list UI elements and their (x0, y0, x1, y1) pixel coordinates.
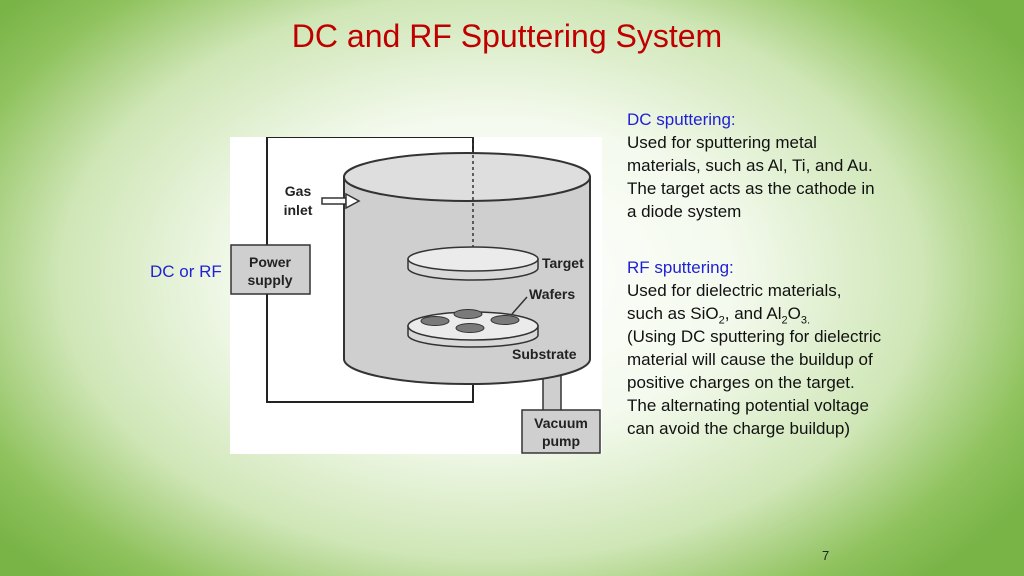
gas-inlet-arrow-icon (321, 192, 361, 210)
rf-sputtering-heading: RF sputtering: (627, 258, 734, 277)
sputtering-diagram: Power supply Vacuum pump Gas inlet Targe… (230, 137, 602, 454)
substrate-holder (407, 309, 539, 348)
page-number: 7 (822, 548, 830, 563)
dc-sputtering-panel: DC sputtering: Used for sputtering metal… (627, 108, 882, 223)
vacuum-pump-box (521, 409, 601, 454)
gas-inlet-label-1: Gas (285, 183, 312, 199)
vacuum-pump-label-1: Vacuum (534, 415, 588, 431)
rf-body-o: O (787, 304, 801, 323)
substrate-label: Substrate (512, 346, 577, 362)
wafer (455, 323, 485, 333)
wafers-pointer (511, 296, 528, 315)
wafer (453, 309, 483, 319)
wafer (490, 315, 520, 325)
target-disk (407, 246, 539, 281)
rf-body-rest: (Using DC sputtering for dielectric mate… (627, 327, 882, 438)
sio2-subscript: 2 (718, 314, 725, 327)
dc-sputtering-body: Used for sputtering metal materials, suc… (627, 133, 875, 221)
dc-sputtering-heading: DC sputtering: (627, 110, 736, 129)
o3-subscript: 3. (800, 314, 811, 327)
slide-title: DC and RF Sputtering System (291, 18, 723, 54)
power-supply-label-2: supply (247, 272, 292, 288)
power-supply-label-1: Power (249, 254, 292, 270)
dc-or-rf-label: DC or RF (150, 262, 222, 281)
power-supply-box (230, 244, 311, 295)
vacuum-pump-label-2: pump (542, 433, 580, 449)
wafers-label: Wafers (529, 286, 575, 302)
gas-inlet-label-2: inlet (284, 202, 313, 218)
wafer (420, 316, 450, 326)
rf-sputtering-panel: RF sputtering: Used for dielectric mater… (627, 256, 882, 440)
target-label: Target (542, 255, 584, 271)
al2-subscript: 2 (781, 314, 788, 327)
rf-body-mid: , and Al (724, 304, 782, 323)
rf-body-line1: Used for dielectric materials, such as S… (627, 281, 842, 323)
